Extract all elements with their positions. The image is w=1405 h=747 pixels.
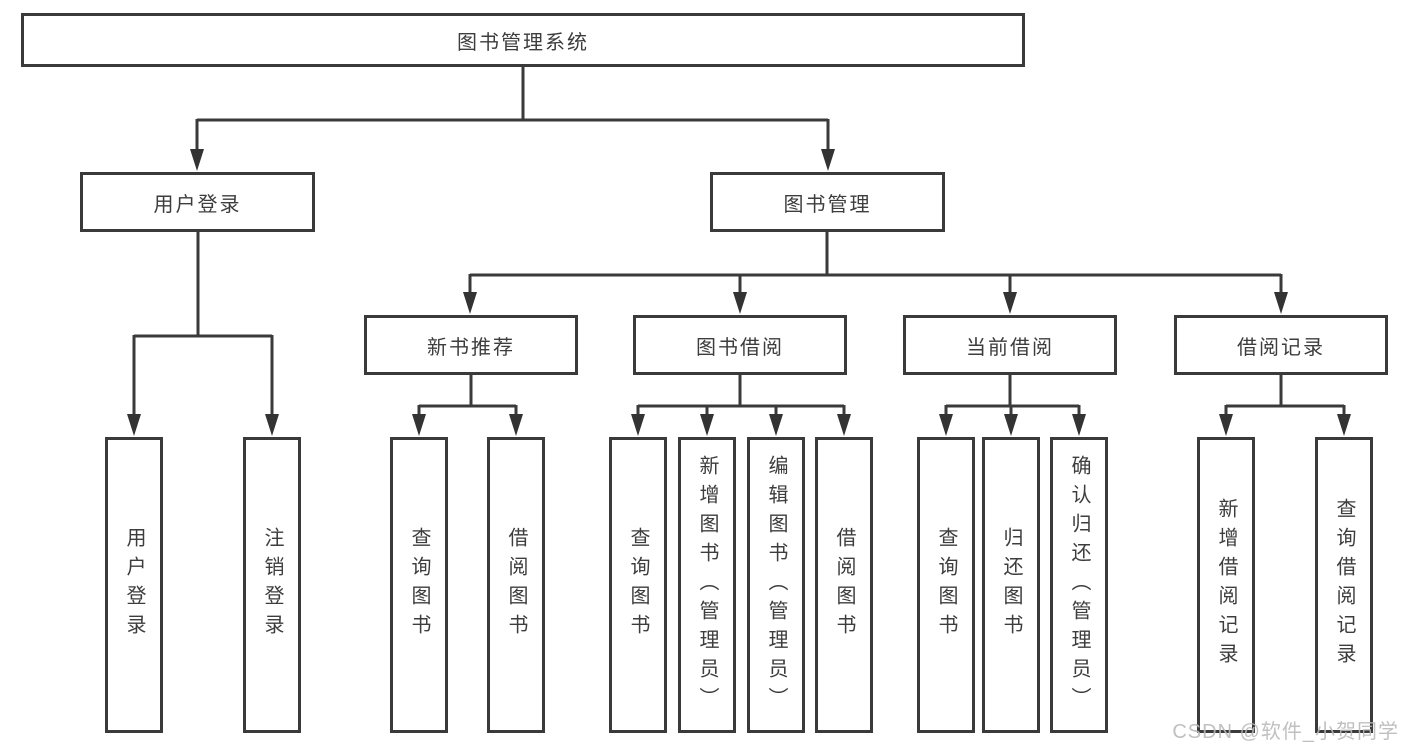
- leaf-label: 新增图书（管理员）: [696, 454, 718, 716]
- leaf-logout: 注销登录: [243, 437, 301, 733]
- leaf-borrow-books-1: 借阅图书: [487, 437, 545, 733]
- node-label: 新书推荐: [427, 336, 515, 359]
- node-current-borrowing: 当前借阅: [903, 315, 1117, 375]
- leaf-label: 用户登录: [123, 527, 145, 643]
- connector-path: [132, 67, 1346, 421]
- leaf-borrow-books-2: 借阅图书: [815, 437, 873, 733]
- node-label: 图书管理系统: [457, 31, 589, 54]
- leaf-query-borrow-record: 查询借阅记录: [1315, 437, 1373, 733]
- leaf-label: 查询图书: [935, 527, 957, 643]
- leaf-label: 编辑图书（管理员）: [765, 454, 787, 716]
- leaf-return-books: 归还图书: [982, 437, 1040, 733]
- node-book-management: 图书管理: [710, 172, 945, 232]
- arrow-down-icons: [127, 149, 1351, 436]
- node-book-borrowing: 图书借阅: [633, 315, 847, 375]
- leaf-query-books-2: 查询图书: [609, 437, 667, 733]
- leaf-label: 归还图书: [1000, 527, 1022, 643]
- leaf-label: 注销登录: [261, 527, 283, 643]
- node-library-system: 图书管理系统: [21, 13, 1025, 67]
- leaf-confirm-return-admin: 确认归还（管理员）: [1050, 437, 1108, 733]
- leaf-label: 借阅图书: [505, 527, 527, 643]
- node-label: 借阅记录: [1237, 336, 1325, 359]
- node-label: 当前借阅: [966, 336, 1054, 359]
- leaf-label: 查询图书: [627, 527, 649, 643]
- node-new-book-recommend: 新书推荐: [364, 315, 578, 375]
- leaf-query-books-1: 查询图书: [390, 437, 448, 733]
- leaf-label: 新增借阅记录: [1215, 498, 1237, 672]
- leaf-user-login: 用户登录: [105, 437, 163, 733]
- node-user-login-group: 用户登录: [80, 172, 315, 232]
- leaf-label: 查询借阅记录: [1333, 498, 1355, 672]
- node-label: 图书管理: [783, 193, 872, 216]
- leaf-label: 确认归还（管理员）: [1068, 454, 1090, 716]
- csdn-watermark: CSDN @软件_小贺同学: [1172, 721, 1399, 743]
- leaf-edit-books-admin: 编辑图书（管理员）: [747, 437, 805, 733]
- leaf-query-books-3: 查询图书: [917, 437, 975, 733]
- leaf-add-borrow-record: 新增借阅记录: [1197, 437, 1255, 733]
- leaf-label: 查询图书: [408, 527, 430, 643]
- leaf-add-books-admin: 新增图书（管理员）: [678, 437, 736, 733]
- leaf-label: 借阅图书: [833, 527, 855, 643]
- node-borrowing-records: 借阅记录: [1174, 315, 1388, 375]
- node-label: 图书借阅: [696, 336, 784, 359]
- node-label: 用户登录: [153, 193, 242, 216]
